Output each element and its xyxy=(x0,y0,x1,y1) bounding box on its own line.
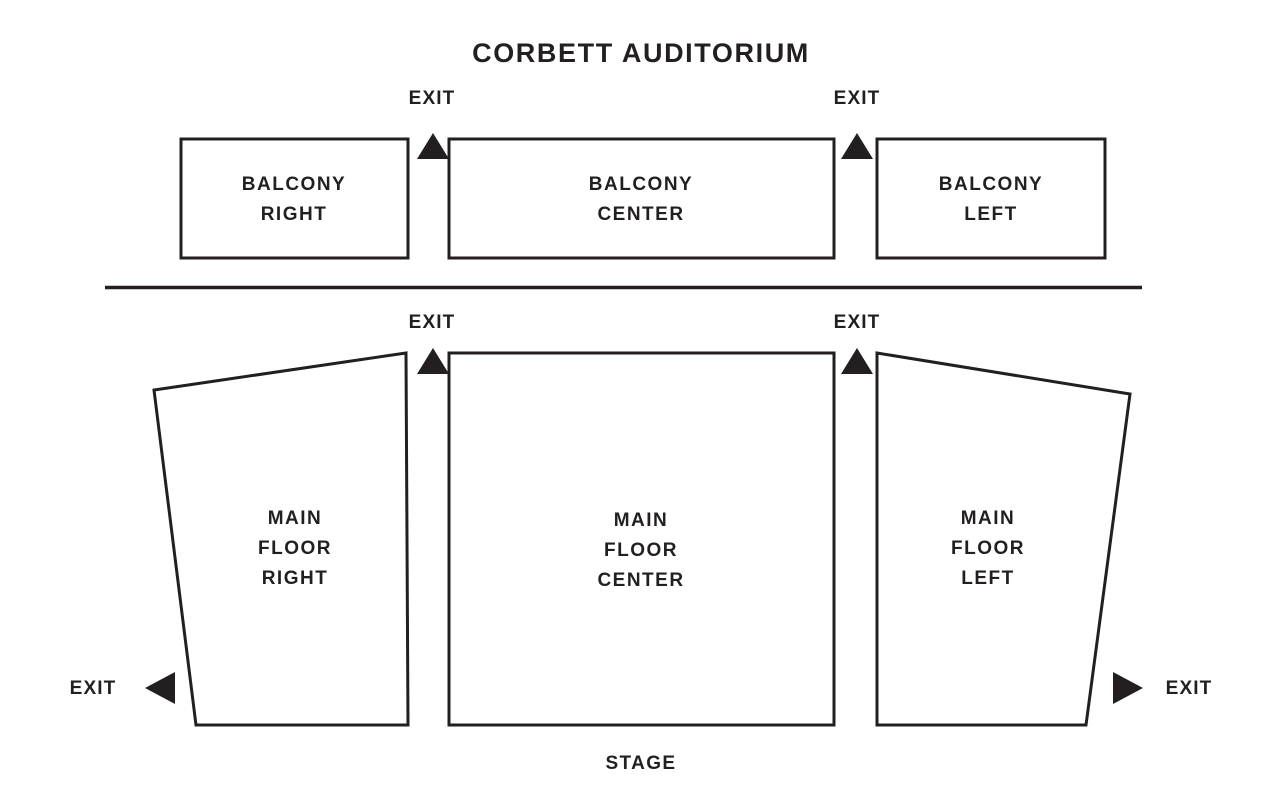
main-floor-center-label-line2: FLOOR xyxy=(604,540,678,561)
main-floor-level-group: MAIN FLOOR RIGHT MAIN FLOOR CENTER MAIN … xyxy=(70,312,1212,727)
section-balcony-left[interactable]: BALCONY LEFT xyxy=(875,137,1107,260)
main-floor-right-shape[interactable] xyxy=(152,351,410,727)
balcony-right-label-line1: BALCONY xyxy=(242,174,346,195)
main-floor-left-label-line3: LEFT xyxy=(961,568,1015,589)
balcony-center-label-line2: CENTER xyxy=(597,204,684,225)
exit-mainfloor-left-aisle-label: EXIT xyxy=(834,312,881,333)
balcony-level-group: BALCONY RIGHT BALCONY CENTER BALCONY LEF… xyxy=(179,88,1107,260)
section-balcony-right[interactable]: BALCONY RIGHT xyxy=(179,137,410,260)
balcony-center-shape[interactable] xyxy=(447,137,836,260)
main-floor-center-label-line1: MAIN xyxy=(614,510,669,531)
section-balcony-center[interactable]: BALCONY CENTER xyxy=(447,137,836,260)
main-floor-center-shape[interactable] xyxy=(447,351,836,727)
main-floor-left-shape[interactable] xyxy=(875,351,1132,727)
exit-right-arrow-icon[interactable] xyxy=(1113,672,1143,704)
main-floor-right-label-line3: RIGHT xyxy=(262,568,329,589)
exit-side-east-label: EXIT xyxy=(1166,678,1213,699)
exit-side-west-label: EXIT xyxy=(70,678,117,699)
exit-side-west[interactable]: EXIT xyxy=(70,672,175,704)
balcony-left-shape[interactable] xyxy=(875,137,1107,260)
exit-up-arrow-icon[interactable] xyxy=(841,133,873,159)
exit-balcony-right-aisle[interactable]: EXIT xyxy=(409,88,456,159)
exit-mainfloor-right-aisle[interactable]: EXIT xyxy=(409,312,456,374)
exit-up-arrow-icon[interactable] xyxy=(417,133,449,159)
exit-side-east[interactable]: EXIT xyxy=(1113,672,1212,704)
section-main-floor-center[interactable]: MAIN FLOOR CENTER xyxy=(447,351,836,727)
main-floor-right-label-line2: FLOOR xyxy=(258,538,332,559)
main-floor-center-label-line3: CENTER xyxy=(597,570,684,591)
balcony-center-label-line1: BALCONY xyxy=(589,174,693,195)
exit-balcony-left-aisle[interactable]: EXIT xyxy=(834,88,881,159)
balcony-left-label-line2: LEFT xyxy=(964,204,1018,225)
main-floor-left-label-line2: FLOOR xyxy=(951,538,1025,559)
stage-label: STAGE xyxy=(605,753,676,774)
balcony-right-shape[interactable] xyxy=(179,137,410,260)
section-main-floor-right[interactable]: MAIN FLOOR RIGHT xyxy=(152,351,410,727)
exit-balcony-right-aisle-label: EXIT xyxy=(409,88,456,109)
main-floor-left-label-line1: MAIN xyxy=(961,508,1016,529)
main-floor-right-label-line1: MAIN xyxy=(268,508,323,529)
section-main-floor-left[interactable]: MAIN FLOOR LEFT xyxy=(875,351,1132,727)
page-title: CORBETT AUDITORIUM xyxy=(472,38,810,68)
exit-left-arrow-icon[interactable] xyxy=(145,672,175,704)
exit-balcony-left-aisle-label: EXIT xyxy=(834,88,881,109)
balcony-right-label-line2: RIGHT xyxy=(261,204,328,225)
exit-mainfloor-right-aisle-label: EXIT xyxy=(409,312,456,333)
balcony-left-label-line1: BALCONY xyxy=(939,174,1043,195)
exit-up-arrow-icon[interactable] xyxy=(841,348,873,374)
exit-mainfloor-left-aisle[interactable]: EXIT xyxy=(834,312,881,374)
exit-up-arrow-icon[interactable] xyxy=(417,348,449,374)
